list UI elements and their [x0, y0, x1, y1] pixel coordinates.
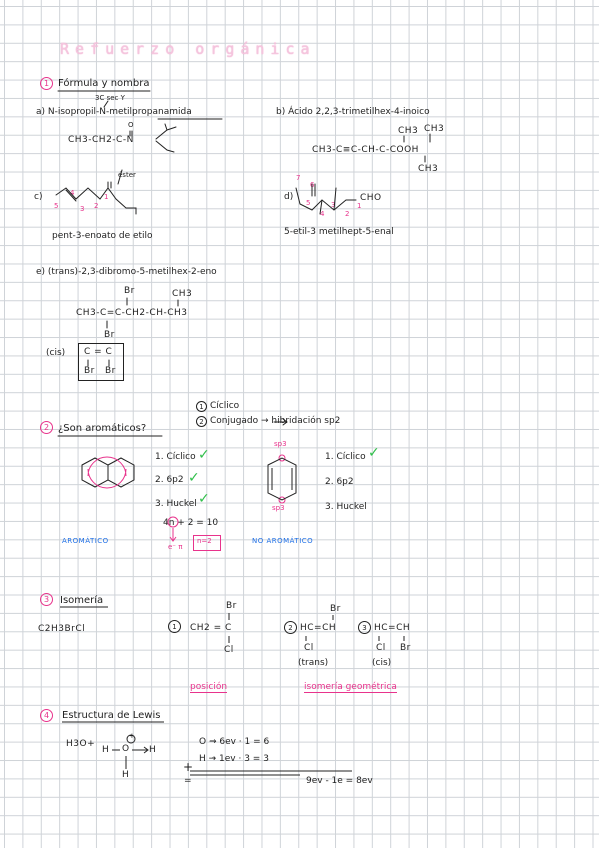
- c-num-3: 3: [80, 205, 85, 213]
- section-3-heading: Isomería: [60, 595, 104, 606]
- lewis-o: O: [122, 744, 130, 754]
- d-name: 5-etil-3 metilhept-5-enal: [284, 227, 394, 237]
- left-check-2: 2. 6p2: [155, 475, 184, 485]
- isomer-3-cl: Cl: [376, 643, 386, 653]
- crit-1-number: 1: [196, 401, 207, 412]
- section-1-heading: Fórmula y nombra: [58, 78, 150, 89]
- a-label: a) N-isopropil-N-metilpropanamida: [36, 107, 192, 117]
- d-num-3: 3: [331, 201, 336, 209]
- c-label: c): [34, 192, 43, 202]
- right-check-1-mark: ✓: [368, 445, 380, 461]
- isomer-3-label: (cis): [372, 658, 392, 668]
- c-num-5: 5: [54, 202, 59, 210]
- ion-formula: H3O+: [66, 739, 96, 749]
- c-num-2: 2: [94, 202, 99, 210]
- criterion-conjugated: Conjugado → hibridación sp2: [210, 416, 341, 426]
- isomer-1-br: Br: [226, 601, 237, 611]
- lewis-h-left: H: [102, 745, 110, 755]
- e-cis-br-left: Br: [84, 366, 95, 376]
- criterion-cyclic: Cíclico: [210, 401, 240, 411]
- e-br-bottom: Br: [104, 330, 115, 340]
- n-eq-box: [193, 535, 221, 551]
- c-num-4: 4: [70, 189, 75, 197]
- a-oxygen: O: [128, 121, 134, 129]
- e-cis-box: [78, 343, 124, 381]
- position-isomer-label: posición: [190, 682, 228, 693]
- isomer-formula: C2H3BrCl: [38, 624, 86, 634]
- isomer-2-cl: Cl: [304, 643, 314, 653]
- d-num-5: 5: [306, 199, 311, 207]
- lewis-h-right: H: [149, 745, 157, 755]
- calc-oxygen: O → 6ev · 1 = 6: [199, 737, 270, 747]
- e-ch3-top: CH3: [172, 289, 193, 299]
- e-cis-label: (cis): [46, 348, 66, 358]
- d-label: d): [284, 192, 294, 202]
- left-check-1: 1. Cíclico: [155, 452, 196, 462]
- isomer-1-cl: Cl: [224, 645, 234, 655]
- lewis-h-bottom: H: [122, 770, 130, 780]
- left-check-1-mark: ✓: [198, 447, 210, 463]
- section-2-number: 2: [40, 421, 53, 434]
- section-2-heading: ¿Son aromáticos?: [58, 423, 147, 434]
- b-ch3-a: CH3: [398, 126, 419, 136]
- isomer-1-formula: CH2 = C: [190, 623, 232, 633]
- geometric-isomer-label: isomería geométrica: [304, 682, 397, 693]
- c-ester-note: éster: [118, 171, 136, 179]
- d-num-7: 7: [296, 174, 301, 182]
- calc-result: 9ev - 1e = 8ev: [306, 776, 373, 786]
- isomer-2-br: Br: [330, 604, 341, 614]
- right-check-1: 1. Cíclico: [325, 452, 366, 462]
- b-ch3-c: CH3: [418, 164, 439, 174]
- isomer-3-formula: HC=CH: [374, 623, 411, 633]
- d-num-2: 2: [345, 210, 350, 218]
- section-3-number: 3: [40, 593, 53, 606]
- section-4-heading: Estructura de Lewis: [62, 710, 161, 721]
- calc-plus: +: [183, 760, 194, 774]
- sp3-top: sp3: [274, 440, 287, 448]
- d-cho: CHO: [360, 193, 382, 203]
- page-title: Refuerzo orgánica: [60, 40, 316, 58]
- section-4-number: 4: [40, 709, 53, 722]
- c-name: pent-3-enoato de etilo: [52, 231, 153, 241]
- charge-mark: +: [129, 732, 135, 740]
- b-label: b) Ácido 2,2,3-trimetilhex-4-inoico: [276, 107, 430, 117]
- isomer-2-formula: HC=CH: [300, 623, 337, 633]
- calc-hydrogen: H → 1ev · 3 = 3: [199, 754, 269, 764]
- aromatic-label: AROMÁTICO: [62, 537, 109, 545]
- isomer-2-label: (trans): [298, 658, 329, 668]
- d-num-4: 4: [320, 210, 325, 218]
- e-cis-formula: C = C: [84, 347, 113, 357]
- c-num-1: 1: [104, 193, 109, 201]
- crit-2-number: 2: [196, 416, 207, 427]
- right-check-2: 2. 6p2: [325, 477, 354, 487]
- sp3-bottom: sp3: [272, 504, 285, 512]
- a-note: 3C sec Y: [95, 94, 125, 102]
- isomer-2-number: 2: [284, 621, 297, 634]
- a-formula: CH3-CH2-C-N: [68, 135, 134, 145]
- isomer-3-br: Br: [400, 643, 411, 653]
- huckel-equation: 4n + 2 = 10: [163, 518, 219, 528]
- e-br-top: Br: [124, 286, 135, 296]
- left-check-3-mark: ✓: [198, 491, 210, 507]
- right-check-3: 3. Huckel: [325, 502, 367, 512]
- e-cis-br-right: Br: [105, 366, 116, 376]
- isomer-1-number: 1: [168, 620, 181, 633]
- e-label: e) (trans)-2,3-dibromo-5-metilhex-2-eno: [36, 267, 217, 277]
- n-eq: n=2: [197, 537, 212, 545]
- left-check-2-mark: ✓: [188, 470, 200, 486]
- section-1-number: 1: [40, 77, 53, 90]
- calc-equals: =: [184, 776, 192, 786]
- left-check-3: 3. Huckel: [155, 499, 197, 509]
- e-pi-label: e⁻ π: [168, 543, 183, 551]
- b-ch3-b: CH3: [424, 124, 445, 134]
- isomer-3-number: 3: [358, 621, 371, 634]
- not-aromatic-label: NO AROMÁTICO: [252, 537, 314, 545]
- d-num-1: 1: [357, 202, 362, 210]
- b-formula: CH3-C≡C-CH-C-COOH: [312, 145, 419, 155]
- e-formula: CH3-C=C-CH2-CH-CH3: [76, 308, 188, 318]
